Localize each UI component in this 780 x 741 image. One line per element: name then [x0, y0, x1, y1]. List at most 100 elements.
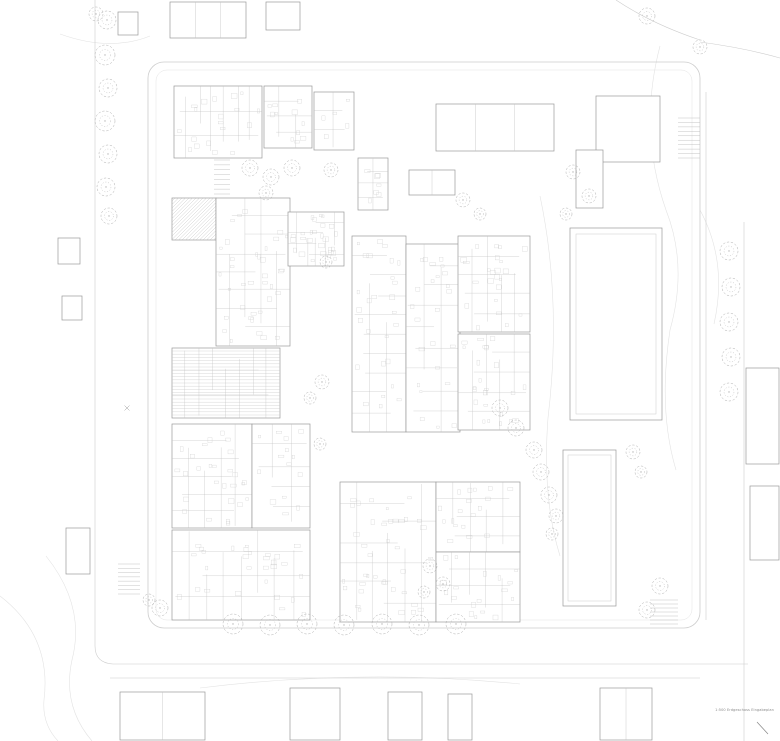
stair-hatch: [214, 159, 230, 195]
tree: [371, 613, 393, 635]
tree: [97, 10, 117, 30]
tree: [435, 576, 451, 592]
tree: [634, 465, 648, 479]
field: [569, 227, 663, 421]
building: [599, 687, 653, 741]
building: [65, 527, 91, 575]
stair-hatch: [678, 117, 700, 159]
tree: [88, 6, 104, 22]
building: [265, 1, 301, 31]
tree: [719, 241, 739, 261]
tree: [719, 312, 739, 332]
building-detailed: [171, 197, 217, 241]
building-detailed: [457, 333, 531, 431]
tree: [142, 593, 156, 607]
stair-hatches: [118, 117, 700, 625]
tree: [98, 144, 118, 164]
field: [562, 449, 617, 607]
tree: [507, 419, 525, 437]
tree: [625, 444, 641, 460]
tree: [94, 110, 116, 132]
building: [289, 687, 341, 741]
street-lines: [94, 0, 780, 741]
building: [387, 691, 423, 741]
building-detailed: [435, 481, 521, 553]
building: [117, 11, 139, 36]
tree: [314, 374, 330, 390]
building: [575, 149, 604, 209]
tree: [319, 255, 333, 269]
building: [408, 169, 456, 196]
building: [169, 1, 247, 39]
building: [595, 95, 661, 163]
building-detailed: [435, 551, 521, 623]
tree: [692, 39, 708, 55]
building: [749, 485, 780, 561]
tree: [313, 437, 327, 451]
building-detailed: [405, 243, 461, 433]
contour-lines: [0, 33, 719, 741]
building: [119, 691, 206, 741]
tree: [581, 188, 597, 204]
building-detailed: [457, 235, 531, 333]
building-detailed: [263, 85, 313, 149]
stair-hatch: [118, 563, 140, 595]
tree: [323, 162, 339, 178]
building-detailed: [357, 157, 389, 211]
tree: [303, 391, 317, 405]
building-detailed: [351, 235, 407, 433]
tree: [525, 441, 543, 459]
tree: [408, 614, 430, 636]
tree: [100, 207, 118, 225]
building-detailed: [287, 211, 345, 267]
tree: [532, 463, 550, 481]
tree: [296, 613, 318, 635]
tree: [94, 44, 116, 66]
tree: [259, 614, 281, 636]
tree: [473, 207, 487, 221]
tree: [545, 527, 559, 541]
tree: [719, 382, 739, 402]
building: [435, 103, 555, 152]
tree: [283, 159, 301, 177]
tree: [333, 614, 355, 636]
tree: [417, 585, 431, 599]
tree: [258, 185, 274, 201]
buildings-simple: [57, 1, 780, 741]
tree: [151, 599, 169, 617]
tree: [455, 192, 471, 208]
plan-marks: [124, 405, 769, 735]
tree: [651, 577, 669, 595]
building-detailed: [171, 347, 281, 419]
building-detailed: [313, 91, 355, 151]
trees: [88, 6, 741, 636]
building: [447, 693, 473, 741]
tree: [491, 399, 509, 417]
building-detailed: [251, 423, 311, 529]
buildings-detailed: [171, 85, 531, 623]
building: [61, 295, 83, 321]
tree: [565, 164, 581, 180]
building: [57, 237, 81, 265]
building-detailed: [171, 529, 311, 621]
tree: [721, 277, 741, 297]
tree: [222, 613, 244, 635]
tree: [638, 601, 656, 619]
tree: [721, 347, 741, 367]
tree: [96, 177, 116, 197]
sports-fields: [562, 227, 663, 607]
building-detailed: [173, 85, 263, 159]
tree: [445, 613, 467, 635]
tree: [98, 78, 118, 98]
tree: [262, 168, 280, 186]
tree: [548, 508, 564, 524]
building: [745, 367, 780, 465]
building-detailed: [171, 423, 253, 529]
plan-caption: 1:500 Erdgeschoss Eingabeplan: [715, 708, 774, 712]
tree: [540, 486, 558, 504]
tree: [422, 558, 438, 574]
tree: [241, 159, 259, 177]
building-detailed: [339, 481, 437, 623]
